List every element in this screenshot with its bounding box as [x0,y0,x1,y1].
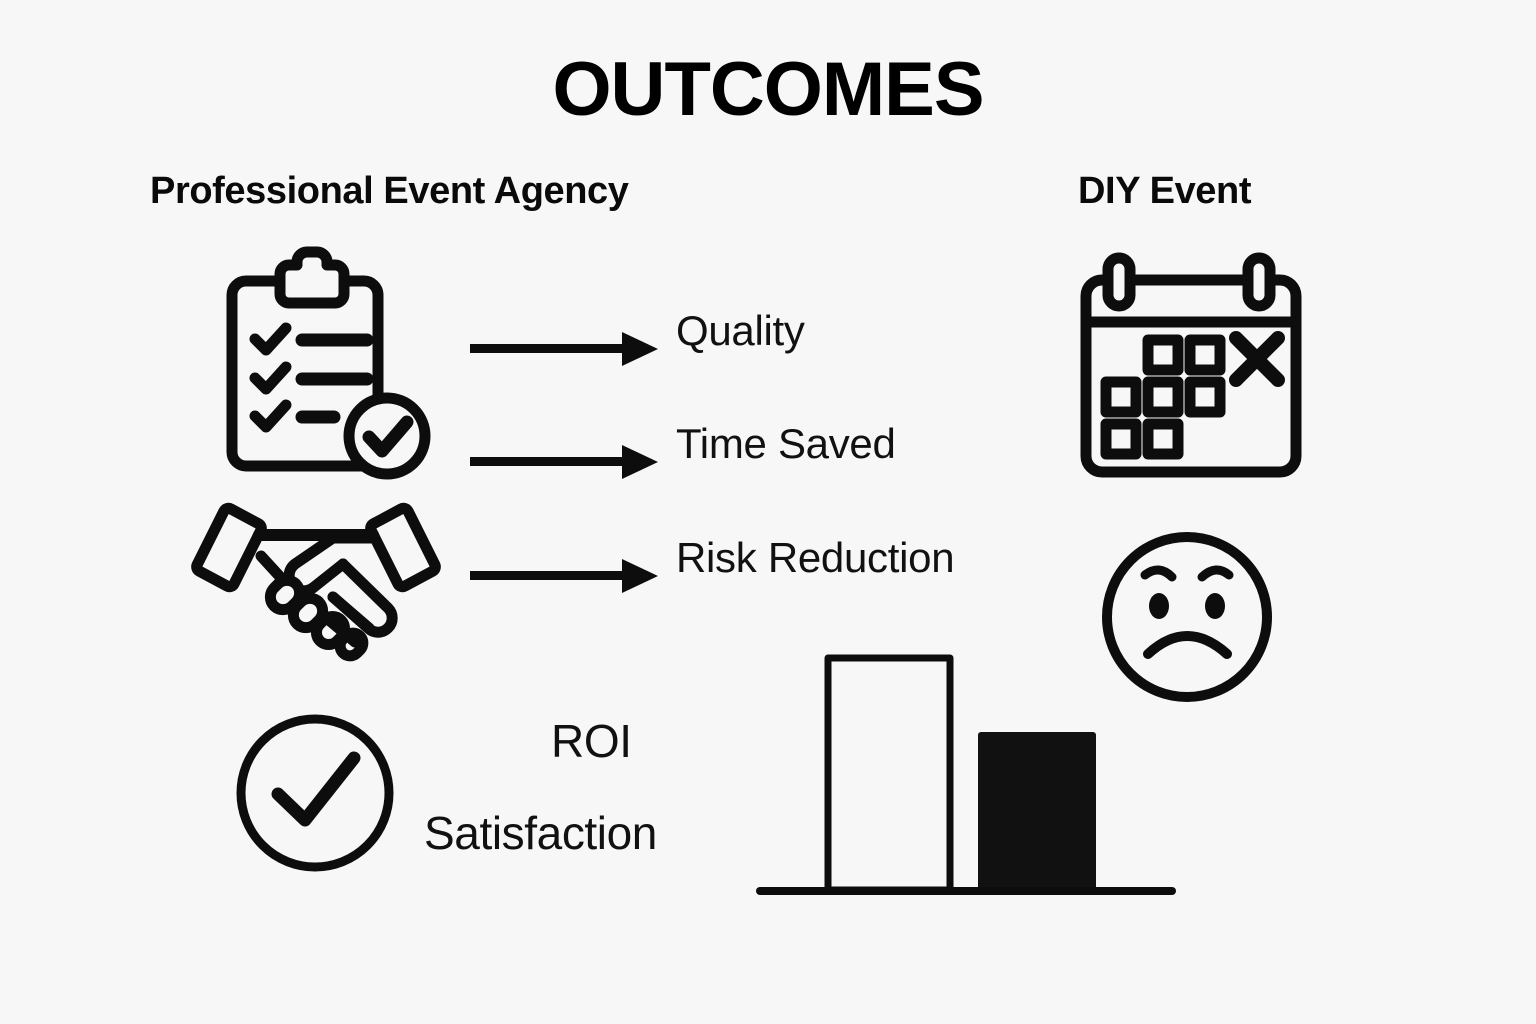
comparison-bar-chart [756,648,1176,900]
arrow-right-icon-risk-reduction [470,557,662,595]
calendar-cancelled-icon [1078,252,1304,488]
clipboard-checklist-icon [222,246,442,482]
column-heading-professional: Professional Event Agency [150,170,629,212]
outcome-label-risk-reduction: Risk Reduction [676,534,955,581]
check-circle-icon [232,710,398,876]
metric-label-satisfaction: Satisfaction [424,807,657,859]
bar-professional [824,654,954,894]
bar-diy [978,732,1096,890]
outcome-label-quality: Quality [676,307,805,354]
column-heading-diy: DIY Event [1078,170,1252,212]
arrow-right-icon-quality [470,330,662,368]
page-title: OUTCOMES [552,47,984,132]
metric-label-roi: ROI [551,715,632,767]
outcome-label-time-saved: Time Saved [676,420,896,467]
handshake-icon [183,494,449,690]
sad-face-icon [1098,528,1276,706]
arrow-right-icon-time-saved [470,443,662,481]
